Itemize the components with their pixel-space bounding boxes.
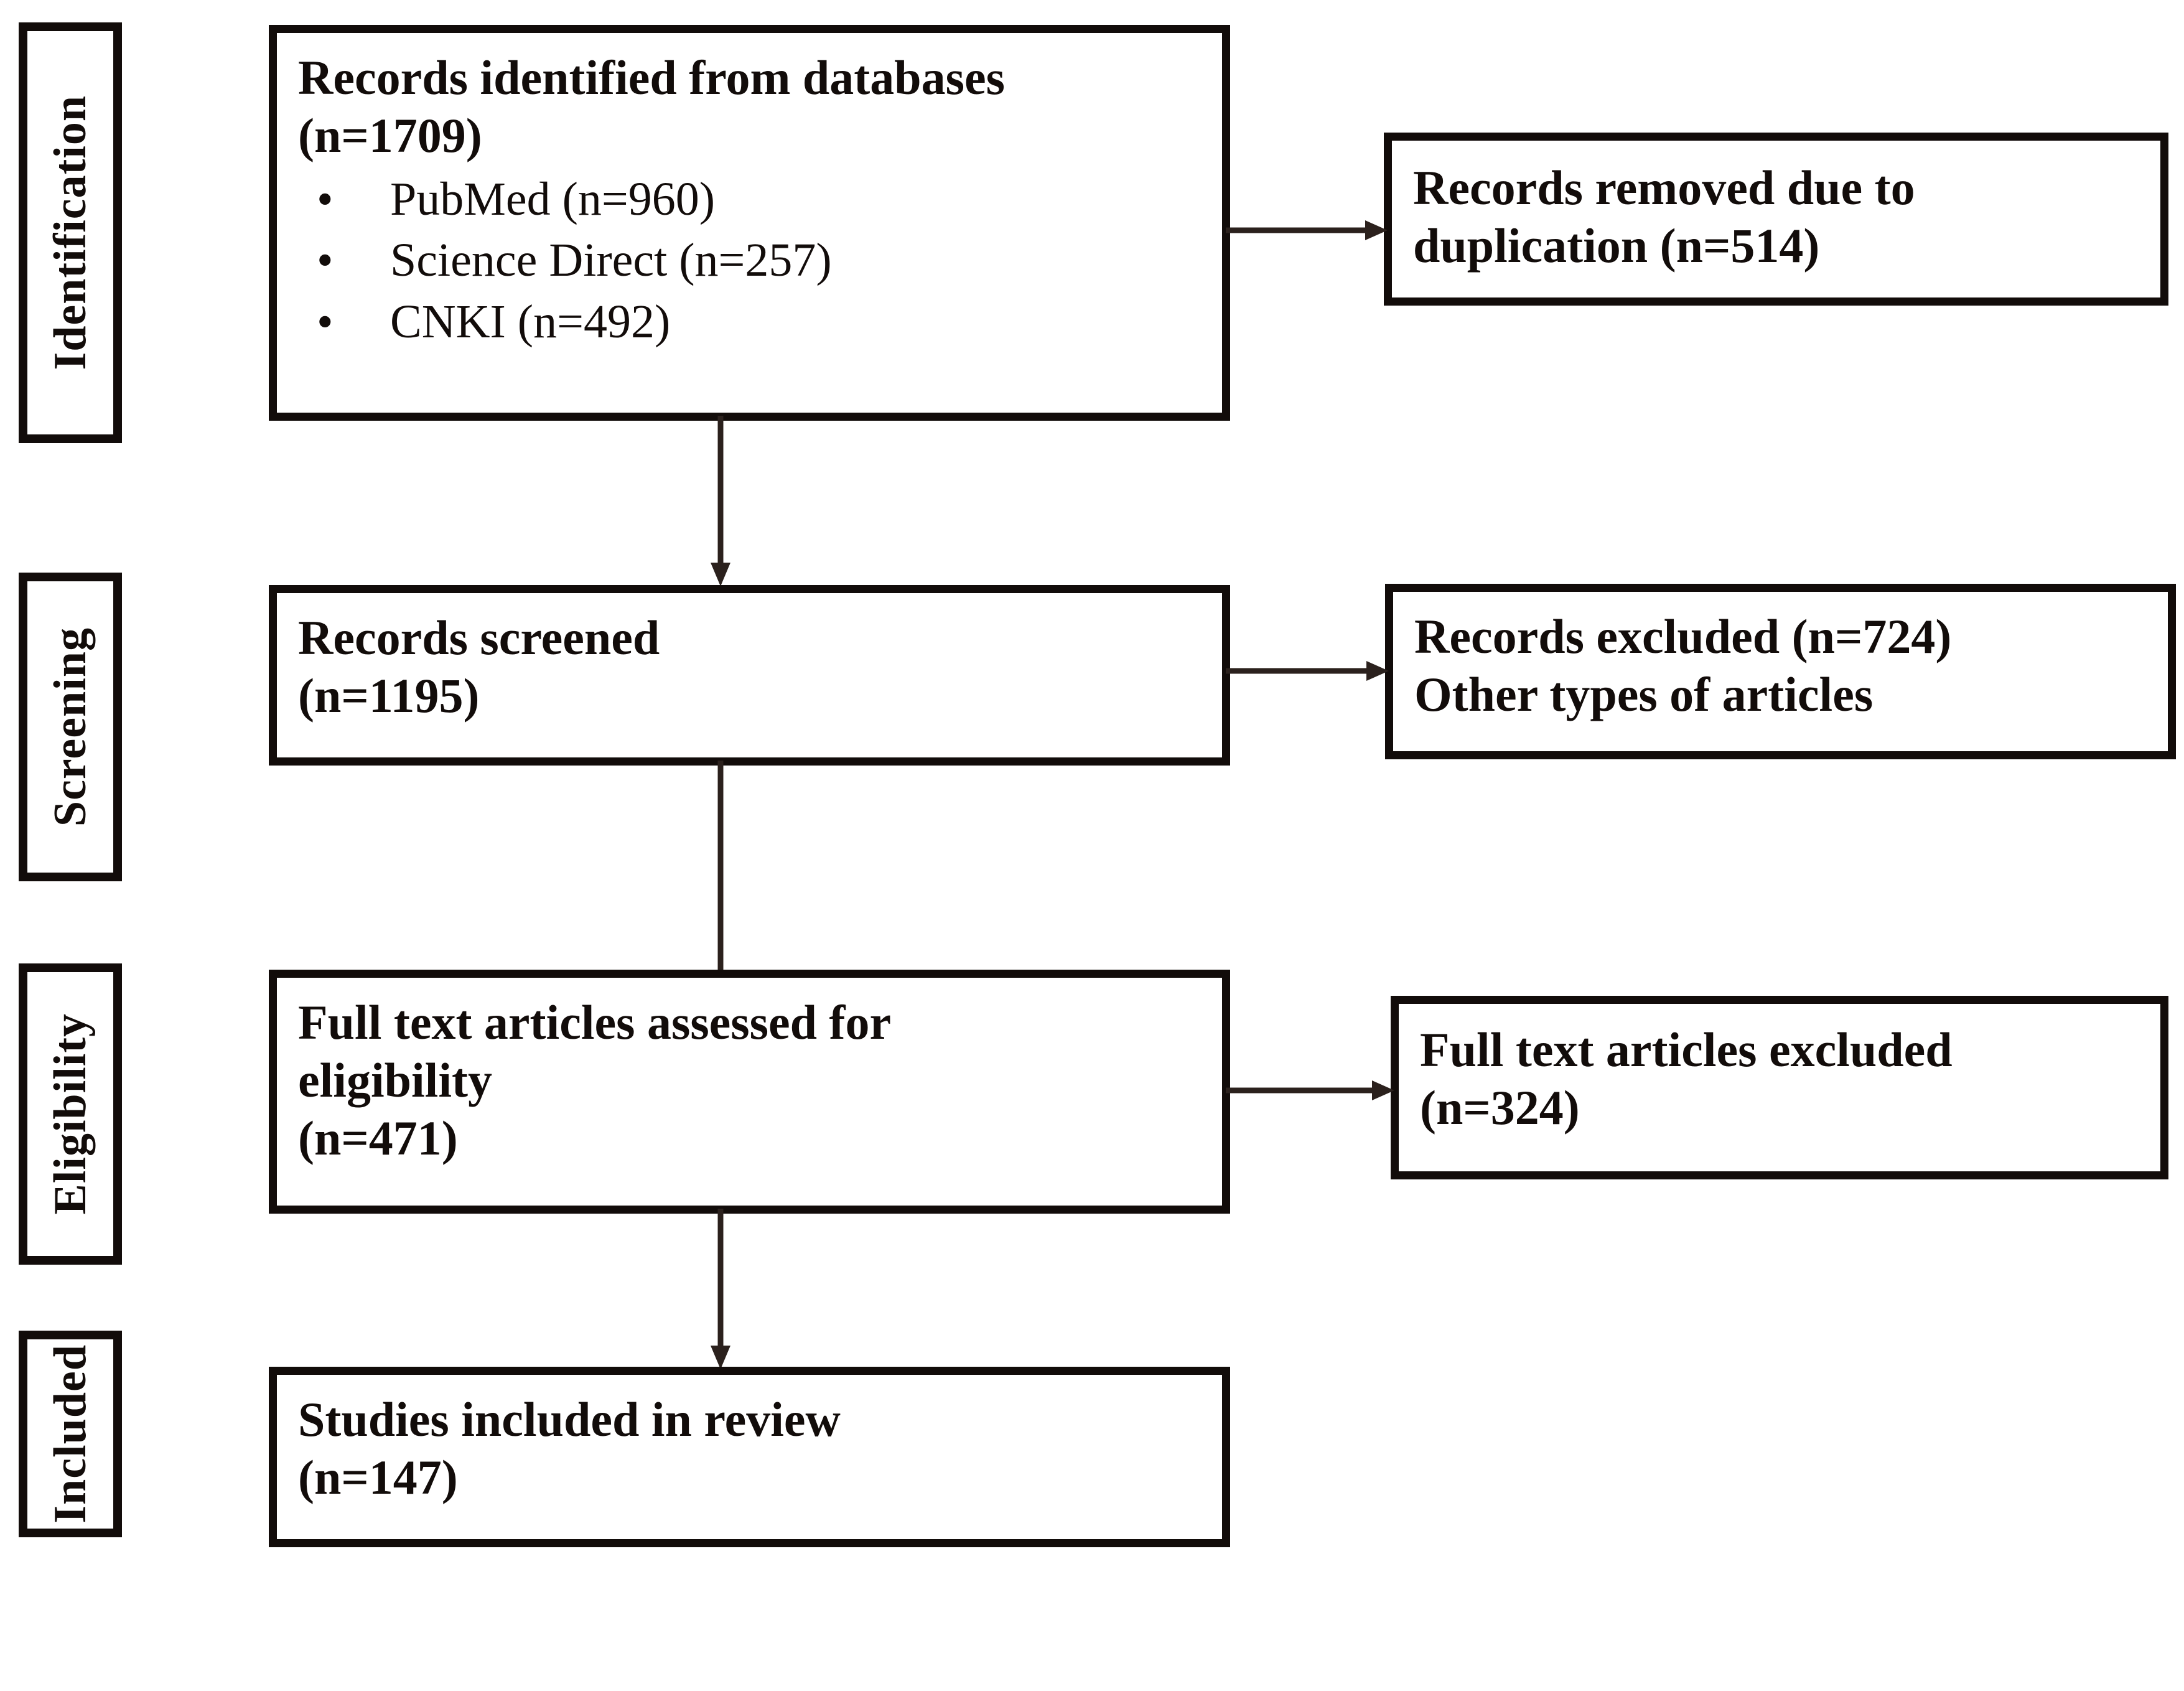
records-removed-line2: duplication (n=514) [1413,218,1820,273]
box-records-removed-duplication: Records removed due to duplication (n=51… [1384,133,2168,306]
records-identified-heading-line2: (n=1709) [298,108,482,162]
list-item-science-direct-label: Science Direct (n=257) [390,234,832,287]
fulltext-excluded-line1: Full text articles excluded [1420,1023,1953,1077]
list-item-cnki: • CNKI (n=492) [298,291,1203,353]
records-screened-line2: (n=1195) [298,668,480,723]
records-excluded-line2: Other types of articles [1414,667,1874,721]
stage-label-screening-text: Screening [45,627,96,827]
bullet-icon: • [317,234,334,287]
fulltext-assessed-line1: Full text articles assessed for [298,995,892,1049]
box-fulltext-excluded: Full text articles excluded (n=324) [1391,996,2168,1179]
connector-identification-to-duplicates [1225,212,1391,249]
stage-label-screening: Screening [19,573,122,881]
stage-label-included-text: Included [45,1344,96,1524]
connector-screening-to-eligibility [702,761,739,996]
records-screened-line1: Records screened [298,611,660,665]
studies-included-line1: Studies included in review [298,1392,841,1446]
stage-label-identification: Identification [19,22,122,443]
box-records-screened: Records screened (n=1195) [269,585,1230,766]
box-studies-included: Studies included in review (n=147) [269,1367,1230,1547]
list-item-cnki-label: CNKI (n=492) [390,296,671,349]
stage-label-eligibility: Eligibility [19,963,122,1265]
list-item-pubmed-label: PubMed (n=960) [390,172,716,225]
list-item-pubmed: • PubMed (n=960) [298,169,1203,230]
fulltext-excluded-line2: (n=324) [1420,1080,1580,1135]
stage-label-identification-text: Identification [45,95,96,370]
database-source-list: • PubMed (n=960) • Science Direct (n=257… [298,169,1203,353]
bullet-icon: • [317,296,334,349]
box-fulltext-assessed: Full text articles assessed for eligibil… [269,970,1230,1214]
connector-eligibility-to-included [702,1209,739,1372]
box-records-identified: Records identified from databases (n=170… [269,25,1230,421]
bullet-icon: • [317,172,334,225]
records-excluded-line1: Records excluded (n=724) [1414,609,1952,663]
stage-label-included: Included [19,1331,122,1537]
connector-eligibility-to-fulltext-excluded [1225,1072,1399,1109]
stage-label-eligibility-text: Eligibility [45,1013,96,1215]
records-identified-heading-line1: Records identified from databases [298,50,1005,105]
fulltext-assessed-line2: eligibility [298,1052,492,1107]
connector-screening-to-excluded [1225,652,1393,690]
box-records-excluded: Records excluded (n=724) Other types of … [1385,584,2176,759]
connector-identification-to-screening [702,416,739,589]
list-item-science-direct: • Science Direct (n=257) [298,230,1203,291]
studies-included-line2: (n=147) [298,1450,458,1504]
fulltext-assessed-line3: (n=471) [298,1110,458,1165]
records-removed-line1: Records removed due to [1413,161,1915,215]
